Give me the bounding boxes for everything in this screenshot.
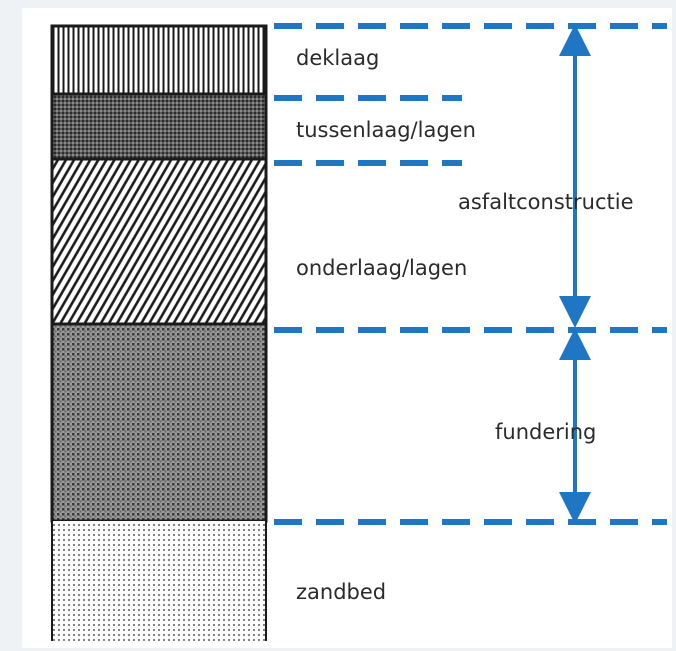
label-zandbed: zandbed <box>296 580 387 604</box>
label-fundering: fundering <box>495 420 597 444</box>
diagram-canvas: deklaag tussenlaag/lagen onderlaag/lagen… <box>22 8 672 648</box>
layer-fundering <box>50 322 268 523</box>
label-onderlaag: onderlaag/lagen <box>296 256 468 280</box>
layer-onderlaag <box>50 157 268 326</box>
pavement-layer-diagram <box>50 23 667 641</box>
layer-tussenlaag <box>50 92 268 161</box>
label-deklaag: deklaag <box>296 46 380 70</box>
layer-zandbed <box>52 521 266 641</box>
label-asfaltconstructie: asfaltconstructie <box>458 190 634 214</box>
layer-deklaag <box>50 24 268 96</box>
label-tussenlaag: tussenlaag/lagen <box>296 118 476 142</box>
